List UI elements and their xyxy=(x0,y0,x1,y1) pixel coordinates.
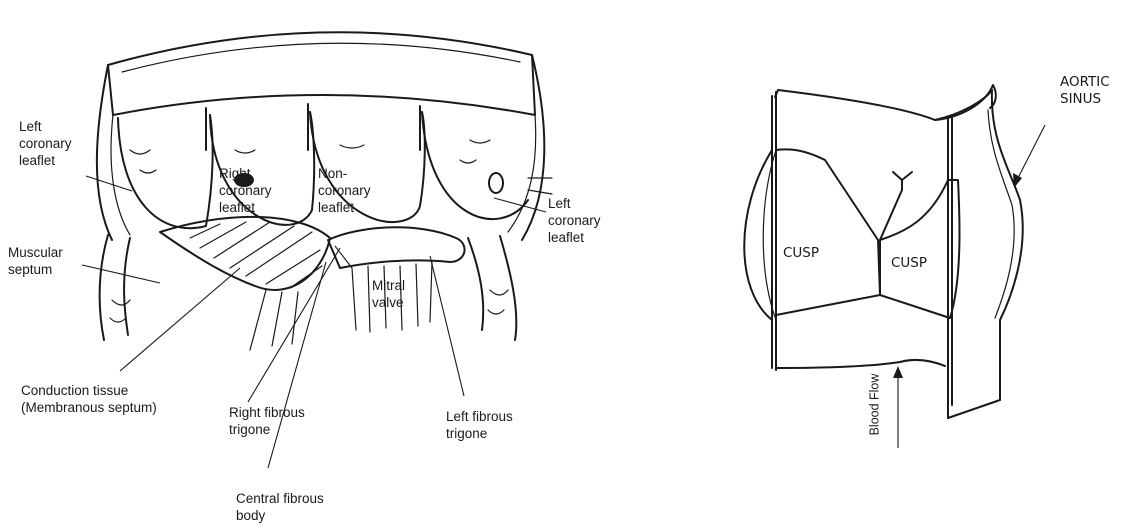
label-left-fibrous-trigone: Left fibrous trigone xyxy=(446,408,513,442)
left-coronary-ostium xyxy=(489,173,503,193)
label-non-coronary-leaflet: Non- coronary leaflet xyxy=(318,165,371,216)
label-muscular-septum: Muscular septum xyxy=(8,244,63,278)
label-mitral-valve: Mitral valve xyxy=(372,277,405,311)
leader-right-fibrous-trigone xyxy=(248,248,340,402)
label-conduction-tissue: Conduction tissue (Membranous septum) xyxy=(21,382,157,416)
aortic-root-outline xyxy=(108,32,535,115)
leader-muscular-septum xyxy=(82,265,160,283)
label-left-coronary-leaflet: Left coronary leaflet xyxy=(19,118,72,169)
leader-conduction-tissue xyxy=(120,268,240,371)
label-central-fibrous-body: Central fibrous body xyxy=(236,490,324,524)
label-cusp-right: CUSP xyxy=(891,255,927,272)
leader-left-fibrous-trigone xyxy=(430,256,464,396)
label-right-fibrous-trigone: Right fibrous trigone xyxy=(229,404,305,438)
label-blood-flow: Blood Flow xyxy=(867,365,884,445)
mitral-valve-outline xyxy=(328,227,465,268)
label-right-coronary-leaflet: Right coronary leaflet xyxy=(219,165,272,216)
left-coronary-leaflet-shape xyxy=(118,115,213,228)
label-aortic-sinus: AORTIC SINUS xyxy=(1060,74,1110,108)
label-left-coronary-leaflet-right: Left coronary leaflet xyxy=(548,195,601,246)
label-cusp-left: CUSP xyxy=(783,245,819,262)
leader-left-coronary-leaflet xyxy=(86,176,132,191)
